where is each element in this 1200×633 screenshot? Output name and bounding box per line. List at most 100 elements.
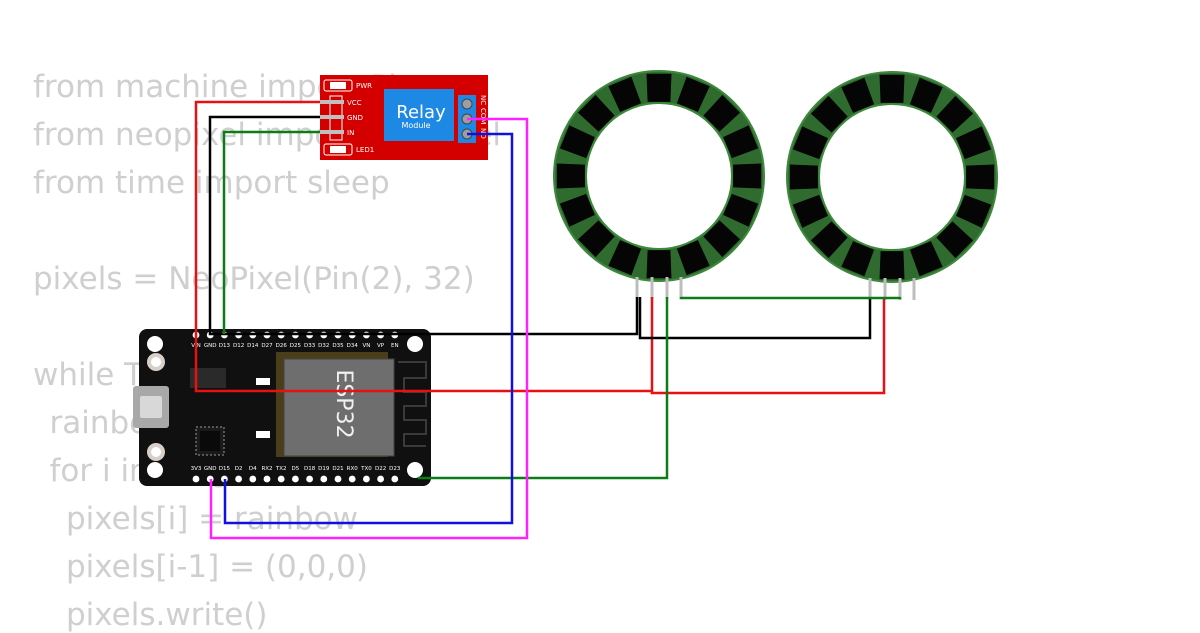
relay-title: Relay (396, 102, 446, 123)
bottom-pin-label: D21 (332, 466, 343, 472)
neopixel-led (559, 193, 595, 227)
bottom-pin-rx0[interactable] (348, 475, 356, 483)
led1-label: LED1 (356, 146, 374, 154)
code-line: pixels[i-1] = (0,0,0) (66, 549, 368, 585)
led1-indicator (323, 143, 353, 156)
neopixel-led (841, 77, 875, 113)
top-pin-label: D27 (261, 343, 273, 349)
bottom-pin-d4[interactable] (249, 475, 257, 483)
pwr-led-body (330, 82, 346, 89)
usb-port-inner (140, 396, 162, 418)
relay-pin-in[interactable] (320, 130, 344, 134)
bottom-pin-label: D19 (318, 466, 330, 472)
bottom-pin-d19[interactable] (320, 475, 328, 483)
ring-center (818, 103, 966, 251)
code-line: pixels.write() (66, 597, 268, 633)
wire-relay-vcc[interactable] (194, 100, 654, 393)
relay-block (384, 89, 454, 141)
ring-pin-vdd[interactable] (650, 277, 654, 299)
pwr-led (323, 79, 353, 92)
neopixel-led (879, 251, 905, 280)
bottom-pin-rx2[interactable] (263, 475, 271, 483)
ring-outline (786, 71, 998, 283)
mounting-hole (147, 462, 163, 478)
bottom-pin-d21[interactable] (334, 475, 342, 483)
top-pin-label: D32 (318, 343, 329, 349)
wire-ring-ground[interactable] (638, 297, 872, 340)
neopixel-led (792, 126, 828, 160)
relay-pin-gnd-label: GND (347, 114, 363, 122)
ring-pin-vss[interactable] (898, 278, 902, 300)
bottom-pin-label: D22 (375, 466, 386, 472)
bottom-pin-d5[interactable] (292, 475, 299, 483)
relay-module[interactable]: PWR LED1 VCC GND IN Relay Module NC COM … (320, 75, 488, 160)
neopixel-ring-1[interactable] (553, 70, 765, 299)
bottom-pin-3v3[interactable] (192, 475, 200, 483)
neopixel-led (841, 241, 875, 277)
bottom-pin-d23[interactable] (391, 475, 399, 483)
led1-body (330, 146, 346, 153)
neopixel-led (956, 126, 992, 160)
ring-pin-din[interactable] (912, 278, 916, 300)
terminal-com-label: COM (479, 108, 487, 124)
bottom-pin-tx0[interactable] (363, 475, 370, 483)
neopixel-led (792, 194, 828, 228)
ring-pin-dout[interactable] (635, 277, 639, 299)
neopixel-led (909, 241, 943, 277)
neopixel-led (608, 76, 642, 112)
top-pin-label: GND (204, 343, 217, 349)
relay-pin-in-label: IN (347, 129, 354, 137)
ring-pin-dout[interactable] (868, 278, 872, 300)
ring-pin-vdd[interactable] (883, 278, 887, 300)
antenna-trace (398, 361, 427, 447)
bottom-pin-label: D18 (304, 466, 316, 472)
bottom-pin-label: RX2 (261, 466, 272, 472)
relay-subtitle: Module (401, 121, 430, 130)
wire-relay-gnd[interactable] (208, 115, 639, 336)
mounting-hole (147, 336, 163, 352)
neopixel-ring-2[interactable] (786, 71, 998, 300)
wire-ring1-din[interactable] (418, 297, 669, 480)
top-pin-label: D34 (347, 343, 359, 349)
bottom-pin-label: 3V3 (191, 466, 202, 472)
neopixel-led (676, 76, 710, 112)
top-pin-label: VN (362, 343, 370, 349)
usb-uart-chip (195, 426, 225, 456)
wire-relay-no[interactable] (223, 132, 514, 525)
ring-pin-vss[interactable] (665, 277, 669, 299)
wire-ring-chain[interactable] (679, 296, 902, 300)
wire-relay-com[interactable] (209, 117, 529, 540)
ring-pin-din[interactable] (679, 277, 683, 299)
ring-outline (553, 70, 765, 282)
wire-relay-in[interactable] (222, 130, 320, 334)
bottom-pin-d22[interactable] (377, 475, 384, 483)
neopixel-led (789, 164, 818, 190)
top-pin-label: D13 (219, 343, 231, 349)
esp32-module (276, 352, 395, 457)
top-pin-label: D25 (290, 343, 302, 349)
neopixel-led (956, 194, 992, 228)
relay-pin-vcc[interactable] (320, 100, 344, 104)
top-pin-label: VP (377, 343, 385, 349)
bottom-pin-tx2[interactable] (277, 475, 285, 483)
bottom-pin-d18[interactable] (306, 475, 313, 483)
top-pin-label: D26 (276, 343, 288, 349)
neopixel-led (723, 193, 759, 227)
neopixel-led (676, 240, 710, 276)
reset-button-cap (151, 447, 161, 457)
neopixel-led (879, 74, 905, 103)
neopixel-led (810, 221, 848, 259)
top-pin-label: D14 (247, 343, 259, 349)
terminal-nc-label: NC (479, 95, 487, 105)
relay-pin-gnd[interactable] (320, 115, 344, 119)
wires (194, 100, 902, 540)
ring-center (585, 102, 733, 250)
top-pin-label: D33 (304, 343, 316, 349)
neopixel-led (810, 95, 848, 133)
wire-ring-power[interactable] (650, 297, 886, 395)
neopixel-led (577, 94, 615, 132)
bottom-pin-d2[interactable] (235, 475, 243, 483)
